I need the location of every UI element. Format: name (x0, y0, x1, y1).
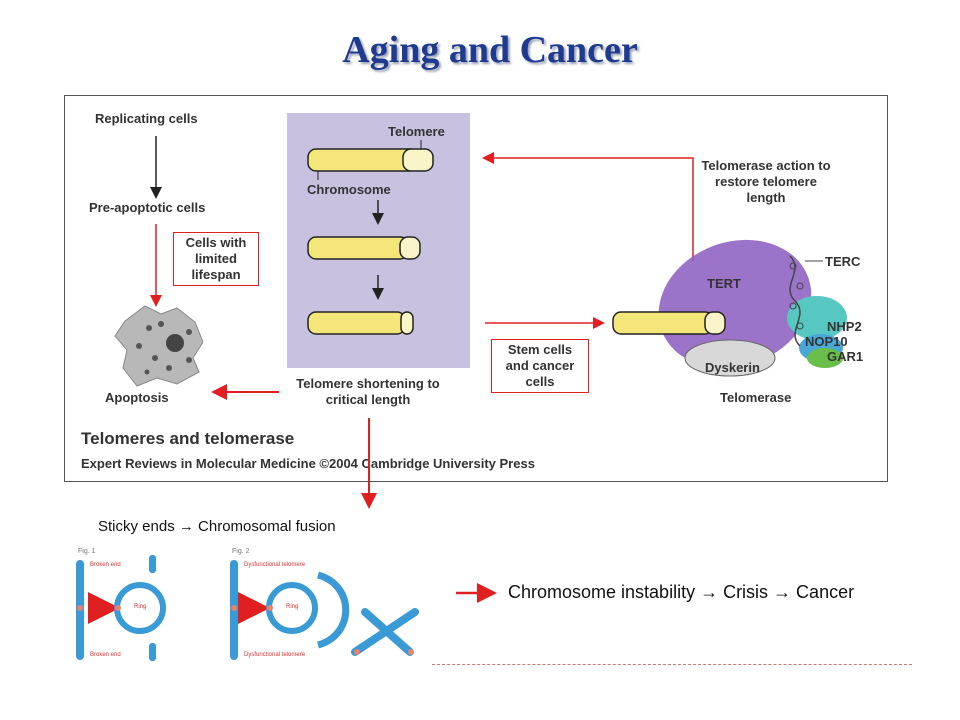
arrow-telomerase-restore (482, 152, 694, 261)
label-pre-apoptotic-cells: Pre-apoptotic cells (89, 200, 206, 215)
fig2-dysfunctional-bottom: Dysfunctional telomere (244, 652, 306, 658)
telomerase-complex-icon (658, 239, 847, 377)
chromosome-long (307, 148, 434, 172)
instability-text: Chromosome instability → Crisis → Cancer (508, 582, 855, 602)
sticky-ends-text: Sticky ends → Chromosomal fusion (98, 518, 336, 535)
label-telomerase: Telomerase (720, 390, 792, 405)
apoptotic-cell-icon (114, 305, 204, 387)
fig2-dysfunctional-top: Dysfunctional telomere (244, 562, 306, 568)
chromosome-short (307, 311, 414, 335)
fig2-illustration (230, 560, 350, 660)
fig2-tag: Fig. 2 (232, 548, 250, 555)
label-terc: TERC (825, 254, 861, 269)
fig1-ring: Ring (134, 604, 147, 610)
label-telomere: Telomere (388, 124, 445, 139)
fig1-tag: Fig. 1 (78, 548, 96, 555)
label-apoptosis: Apoptosis (105, 390, 169, 405)
fig1-broken-end-bottom: Broken end (90, 652, 121, 658)
fig1-illustration (76, 555, 166, 661)
telomere-figure: Replicating cells Pre-apoptotic cells Ce… (64, 95, 888, 482)
label-dyskerin: Dyskerin (705, 360, 760, 375)
fig2-ring: Ring (286, 604, 299, 610)
dashed-divider (432, 664, 912, 665)
fig1-broken-end-top: Broken end (90, 562, 121, 568)
label-chromosome: Chromosome (307, 182, 391, 197)
figure-heading: Telomeres and telomerase (81, 429, 295, 448)
label-replicating-cells: Replicating cells (95, 111, 198, 126)
figure-credit: Expert Reviews in Molecular Medicine ©20… (81, 456, 535, 471)
label-telomerase-action: Telomerase action to restore telomere le… (701, 158, 831, 205)
label-limited-lifespan: Cells with limited lifespan (173, 232, 259, 286)
x-chromosome-icon (351, 608, 419, 656)
chromosome-medium (307, 236, 421, 260)
label-gar1: GAR1 (827, 349, 864, 364)
label-stem-cells: Stem cells and cancer cells (491, 339, 589, 393)
label-tert: TERT (707, 276, 741, 291)
slide-title: Aging and Cancer (342, 29, 638, 71)
chromosome-extended (612, 311, 726, 335)
figure-graphics (114, 113, 847, 400)
label-nop10: NOP10 (805, 334, 848, 349)
label-nhp2: NHP2 (827, 319, 862, 334)
label-telomere-shortening: Telomere shortening to critical length (296, 376, 440, 407)
